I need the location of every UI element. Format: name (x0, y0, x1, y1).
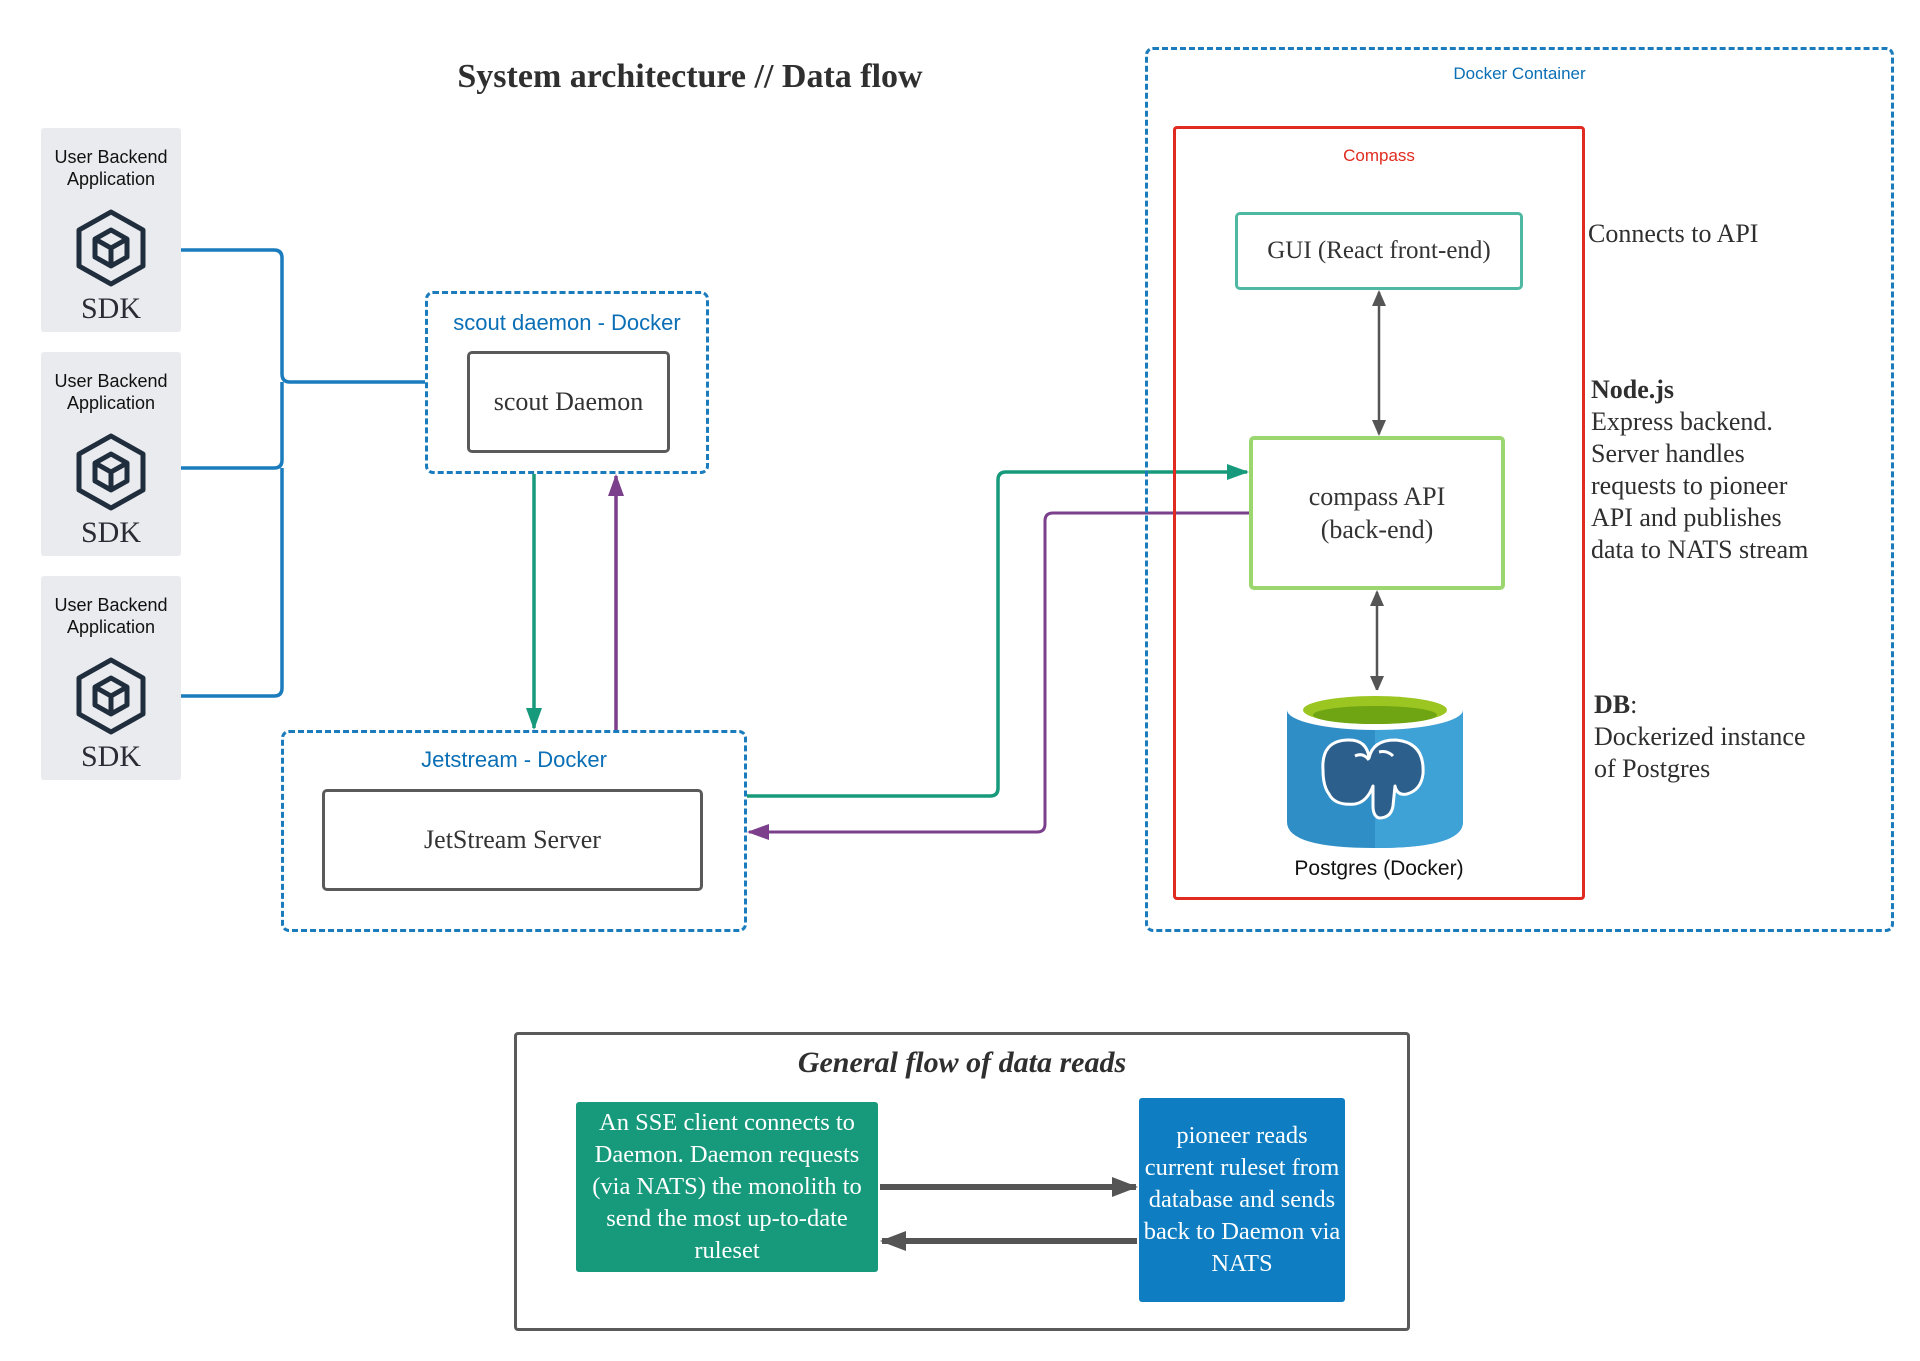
sdk-card-1: User Backend Application SDK (41, 128, 181, 332)
postgres-database-icon (1287, 690, 1463, 848)
legend-box (514, 1032, 1410, 1331)
sdk-card-3: User Backend Application SDK (41, 576, 181, 780)
sdk-card-label: User Backend Application (54, 595, 168, 637)
jetstream-server-box: JetStream Server (322, 789, 703, 891)
cube-icon (76, 433, 146, 511)
db-note-line: Dockerized instance (1594, 722, 1806, 751)
jetstream-to-api-arrow (747, 464, 1249, 798)
legend-request-box: An SSE client connects to Daemon. Daemon… (576, 1102, 878, 1272)
node-note-line: data to NATS stream (1591, 535, 1809, 564)
gui-note: Connects to API (1588, 219, 1759, 248)
elephant-icon (1321, 738, 1425, 820)
scout-daemon-container: scout daemon - Docker (425, 291, 709, 474)
api-label-line2: (back-end) (1320, 515, 1434, 544)
legend-response-text: pioneer reads current ruleset from datab… (1143, 1122, 1341, 1277)
db-note-title: DB (1594, 690, 1631, 719)
sdk-label: SDK (80, 516, 141, 549)
compass-label: Compass (1343, 146, 1415, 165)
node-note-line: API and publishes (1591, 503, 1782, 532)
api-to-jetstream-arrow (747, 511, 1249, 840)
scout-daemon-box: scout Daemon (467, 351, 670, 453)
docker-container (1145, 47, 1894, 932)
node-note-title: Node.js (1591, 375, 1675, 404)
sdk-card-2: User Backend Application SDK (41, 352, 181, 556)
legend-title: General flow of data reads (797, 1046, 1127, 1079)
docker-container-label: Docker Container (1453, 64, 1586, 83)
sdk-card-label: User Backend Application (54, 147, 168, 189)
db-note: DB: Dockerized instance of Postgres (1594, 689, 1806, 785)
postgres-label: Postgres (Docker) (1294, 857, 1464, 880)
gui-box: GUI (React front-end) (1235, 212, 1523, 290)
scout-daemon-container-label: scout daemon - Docker (453, 310, 681, 335)
db-note-colon: : (1630, 690, 1638, 719)
cube-icon (76, 657, 146, 735)
compass-container (1173, 126, 1585, 900)
db-note-line: of Postgres (1594, 754, 1711, 783)
node-note-line: Server handles (1591, 439, 1745, 468)
api-label-line1: compass API (1308, 482, 1446, 511)
compass-api-box: compass API (back-end) (1249, 436, 1505, 590)
node-note-line: requests to pioneer (1591, 471, 1788, 500)
sdk-links (148, 242, 425, 704)
legend-response-box: pioneer reads current ruleset from datab… (1139, 1098, 1345, 1302)
cube-icon (76, 209, 146, 287)
node-note-line: Express backend. (1591, 407, 1773, 436)
legend-request-text: An SSE client connects to Daemon. Daemon… (592, 1109, 862, 1264)
sdk-card-label: User Backend Application (54, 371, 168, 413)
page-title: System architecture // Data flow (457, 58, 923, 95)
node-note: Node.js Express backend. Server handles … (1591, 374, 1808, 566)
sdk-label: SDK (80, 740, 141, 773)
jetstream-container-label: Jetstream - Docker (421, 747, 607, 772)
sdk-label: SDK (80, 292, 141, 325)
jetstream-container: Jetstream - Docker (281, 730, 747, 932)
